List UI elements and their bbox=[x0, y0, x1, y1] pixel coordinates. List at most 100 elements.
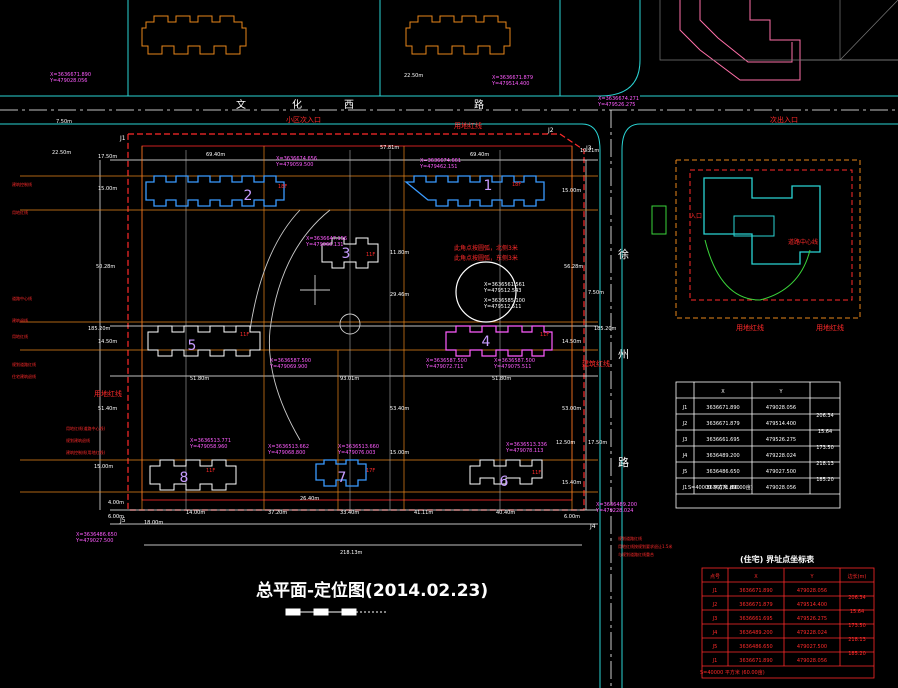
table2-cell: X bbox=[754, 574, 758, 580]
top-residential-blocks bbox=[141, 15, 511, 55]
coordinate-y: Y=479514.400 bbox=[491, 81, 529, 87]
table1-cell: 479027.500 bbox=[766, 469, 796, 475]
road-name-right-char: 州 bbox=[618, 348, 629, 361]
dimension-label: 15.00m bbox=[390, 450, 409, 456]
coordinate-x: X=3636561.561 bbox=[484, 282, 525, 288]
drawing-title: 总平面-定位图(2014.02.23) bbox=[256, 580, 488, 601]
table2-cell: J3 bbox=[712, 616, 718, 622]
dimension-label: 6.00m bbox=[564, 514, 580, 520]
building-number: 1 bbox=[484, 178, 493, 194]
table2-cell: 206.34 bbox=[848, 595, 866, 601]
building-group-blue bbox=[145, 175, 545, 487]
coord-table-2 bbox=[701, 567, 875, 679]
road-name-top-char: 文 bbox=[236, 98, 246, 111]
table2-cell: 3636661.695 bbox=[739, 616, 772, 622]
table2-cell: 479028.056 bbox=[797, 588, 827, 594]
left-side-note: 住宅建筑退线 bbox=[12, 373, 36, 379]
coordinate-y: Y=479512.511 bbox=[483, 304, 521, 310]
left-side-note: 用地红线 bbox=[12, 333, 28, 339]
coordinate-y: Y=479059.500 bbox=[275, 162, 313, 168]
dimension-label: 93.01m bbox=[340, 376, 359, 382]
table2-cell: 3636489.200 bbox=[739, 630, 772, 636]
left-bottom-note: 规划建筑退线 bbox=[66, 437, 90, 443]
dimension-label: 51.40m bbox=[98, 406, 117, 412]
table2-cell: 边长(m) bbox=[848, 573, 867, 580]
left-side-note: 建筑控制线 bbox=[12, 181, 32, 187]
building-number: 5 bbox=[188, 338, 197, 354]
boundary-point-label: J2 bbox=[547, 127, 554, 134]
table1-cell: 3636671.890 bbox=[706, 485, 739, 491]
coordinate-x: X=3636674.656 bbox=[276, 156, 317, 162]
scale-bar bbox=[285, 608, 386, 616]
boundary-point-label: J4 bbox=[589, 523, 596, 530]
left-bottom-note: 用地红线(道路中心线) bbox=[66, 425, 106, 431]
site-redline bbox=[127, 133, 585, 511]
table1-cell: 3636489.200 bbox=[706, 453, 739, 459]
coordinate-x: X=3636486.650 bbox=[76, 532, 117, 538]
dimension-label: 14.00m bbox=[186, 510, 205, 516]
coordinate-y: Y=479027.500 bbox=[75, 538, 113, 544]
table1-area-note: S=40000 平方米 (60.00亩) bbox=[688, 484, 753, 491]
table2-cell: 点号 bbox=[710, 574, 720, 580]
table2-cell: 15.64 bbox=[850, 609, 864, 615]
table1-cell: 479228.024 bbox=[766, 453, 796, 459]
table2-frame bbox=[701, 567, 875, 679]
table1-cell: Y bbox=[778, 389, 783, 395]
coord-table-1 bbox=[675, 381, 841, 509]
coordinate-x: X=3636489.200 bbox=[596, 502, 637, 508]
boundary-point-label: J3 bbox=[585, 145, 592, 152]
floor-tag: 18F bbox=[512, 182, 521, 188]
table2-cell: 479028.056 bbox=[797, 658, 827, 664]
bottom-right-note: 与规划道路红线重合 bbox=[618, 551, 654, 557]
table2-cell: 173.50 bbox=[848, 623, 866, 629]
dimension-label: 22.50m bbox=[404, 73, 423, 79]
coordinate-y: Y=479078.113 bbox=[505, 448, 543, 454]
table1-cell: J5 bbox=[682, 469, 688, 475]
left-side-note: 建筑退线 bbox=[12, 317, 28, 323]
table2-cell: 3636671.890 bbox=[739, 588, 772, 594]
coordinate-y: Y=479072.711 bbox=[425, 364, 463, 370]
dimension-label: 53.00m bbox=[562, 406, 581, 412]
secondary-entrance-label: 次出入口 bbox=[770, 115, 798, 124]
road-name-top-char: 化 bbox=[292, 98, 302, 111]
coordinate-y: Y=479028.056 bbox=[49, 78, 87, 84]
dimension-label: 26.40m bbox=[300, 496, 319, 502]
top-right-grid bbox=[659, 0, 898, 61]
coordinate-x: X=3636674.661 bbox=[420, 158, 461, 164]
coordinate-y: Y=479462.151 bbox=[419, 164, 457, 170]
dimension-label: 29.46m bbox=[390, 292, 409, 298]
table1-cell: X bbox=[721, 389, 725, 395]
coordinate-y: Y=479069.900 bbox=[269, 364, 307, 370]
road-name-top-char: 路 bbox=[474, 98, 484, 111]
road-centerlines bbox=[0, 109, 898, 688]
table1-cell: 479028.056 bbox=[766, 485, 796, 491]
dimension-label: 69.40m bbox=[206, 152, 225, 158]
coordinate-y: Y=479060.131 bbox=[305, 242, 343, 248]
floor-tag: 18F bbox=[278, 184, 287, 190]
coord-table-title: (住宅) 界址点坐标表 bbox=[740, 554, 815, 564]
left-side-note: 用地红线 bbox=[12, 209, 28, 215]
table2-cell: J4 bbox=[712, 630, 718, 636]
table1-cell: J3 bbox=[682, 437, 688, 443]
dimension-label: 15.00m bbox=[562, 188, 581, 194]
dimension-label: 57.81m bbox=[380, 145, 399, 151]
coordinate-x: X=3636587.500 bbox=[426, 358, 467, 364]
dimension-label: 50.28m bbox=[96, 264, 115, 270]
building-group-white bbox=[147, 237, 543, 491]
coordinate-x: X=3636674.271 bbox=[598, 96, 639, 102]
table1-cell: 3636661.695 bbox=[706, 437, 739, 443]
table1-cell: J4 bbox=[682, 453, 688, 459]
left-side-note: 道路中心线 bbox=[12, 295, 32, 301]
dimension-label: 185.20m bbox=[594, 326, 616, 332]
dimension-label: 15.00m bbox=[94, 464, 113, 470]
corner-note: 此角点按圆弧，东侧3米 bbox=[454, 254, 518, 262]
left-side-note: 规划道路红线 bbox=[12, 361, 36, 367]
left-bottom-note: 建筑控制线(用地红线) bbox=[66, 449, 106, 455]
table2-cell: 3636671.879 bbox=[739, 602, 772, 608]
coordinate-x: X=3636587.500 bbox=[494, 358, 535, 364]
building-4-outline bbox=[445, 261, 553, 357]
table2-cell: 218.13 bbox=[848, 637, 866, 643]
floor-tag: 11F bbox=[366, 252, 375, 258]
dimension-label: 56.28m bbox=[564, 264, 583, 270]
